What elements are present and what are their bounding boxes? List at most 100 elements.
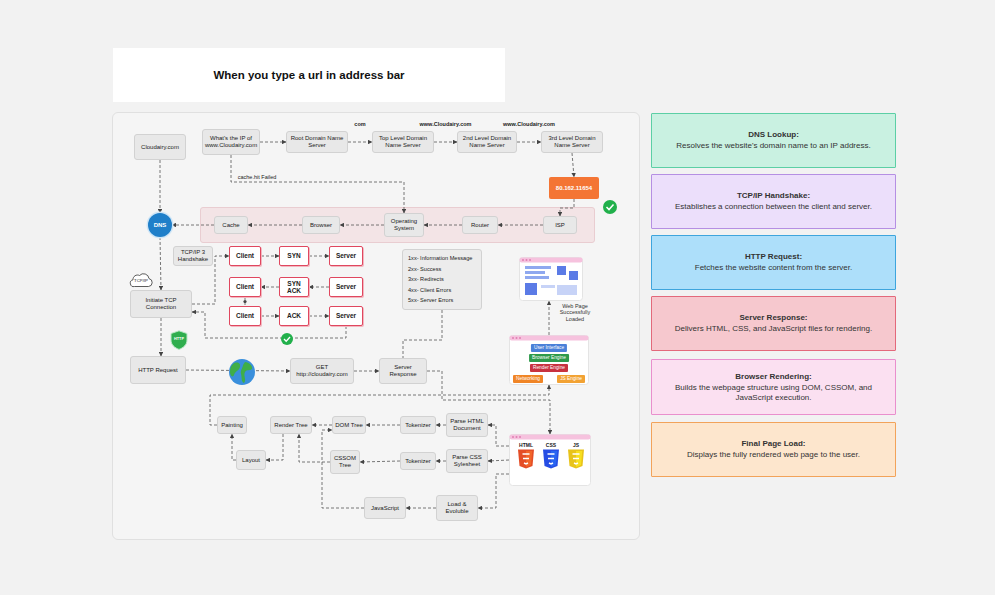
component-pill: Browser Engine	[529, 354, 569, 362]
file-badge	[542, 449, 560, 469]
page-block	[525, 266, 551, 269]
window-dot	[522, 259, 524, 261]
flow-connector	[309, 316, 329, 317]
window-dot	[512, 436, 514, 438]
file-column: HTML	[515, 443, 537, 471]
node-text: Top Level Domain Name Server	[375, 135, 431, 149]
node-text: Tokenizer	[405, 422, 431, 429]
process-box: Parse HTML Document	[446, 413, 488, 437]
flow-connector	[517, 142, 541, 143]
card-body: Displays the fully rendered web page to …	[687, 450, 860, 460]
flow-connector	[160, 237, 161, 290]
step-card: TCP/IP Handshake:Establishes a connectio…	[651, 174, 896, 229]
node-text: TCP/IP	[134, 279, 148, 284]
cloud-outline	[130, 274, 152, 287]
node-text: ISP	[555, 222, 565, 229]
flow-connector	[366, 425, 400, 426]
flow-connector	[549, 301, 550, 335]
flow-connector	[261, 287, 279, 288]
browser-window: User InterfaceBrowser EngineRender Engin…	[509, 335, 589, 385]
process-box: GET http://cloudairy.com	[290, 358, 354, 384]
flow-connector	[309, 256, 329, 257]
flow-connector	[231, 155, 404, 213]
component-pill: Networking	[513, 375, 543, 383]
node-text: Operating System	[387, 218, 421, 232]
globe-land	[230, 363, 240, 377]
status-code-box: 1xx- Information Message2xx- Success3xx-…	[402, 249, 482, 310]
window-bar	[510, 336, 589, 341]
node-text: Painting	[221, 422, 243, 429]
window-dot	[529, 259, 531, 261]
file-badge	[567, 449, 585, 469]
node-text: 2nd Level Domain Name Server	[460, 135, 514, 149]
badge-mark	[548, 454, 555, 464]
process-box: CSSOM Tree	[330, 450, 360, 474]
window-dot	[516, 337, 518, 339]
process-box: Parse CSS Sylesheet	[446, 449, 488, 473]
node-text: SYN ACK	[280, 280, 308, 295]
process-box: Initiate TCP Connection	[130, 290, 192, 318]
window-dot	[512, 337, 514, 339]
node-text: TCP/IP 3 Handshake	[176, 249, 210, 263]
window-bar	[520, 258, 583, 263]
check-badge	[603, 200, 617, 214]
dns-circle: DNS	[148, 213, 172, 237]
process-box: Server Response	[379, 358, 427, 384]
window-dot	[519, 337, 521, 339]
flow-connector	[192, 312, 346, 338]
flow-connector	[266, 434, 283, 460]
flow-connector	[260, 142, 286, 143]
page-block	[525, 271, 545, 274]
node-text: SYN	[287, 252, 300, 259]
badge-shape	[568, 449, 584, 468]
step-card: Server Response:Delivers HTML, CSS, and …	[651, 296, 896, 351]
node-text: Tokenizer	[405, 458, 431, 465]
node-text: What's the IP of www.Cloudairy.com	[205, 135, 257, 149]
title-text: When you type a url in address bar	[213, 69, 404, 81]
flow-connector	[322, 430, 364, 508]
node-text: GET http://cloudairy.com	[293, 364, 351, 378]
flow-connector	[360, 461, 400, 462]
handshake-box: Server	[329, 306, 363, 326]
edge-label: www.Cloudairy.com	[503, 121, 555, 127]
step-card: HTTP Request:Fetches the website content…	[651, 235, 896, 290]
globe-icon	[229, 359, 255, 385]
process-box: 2nd Level Domain Name Server	[457, 131, 517, 153]
component-pill: Render Engine	[530, 364, 568, 372]
flow-connector	[488, 460, 509, 461]
process-box: Tokenizer	[400, 416, 436, 434]
flow-connector	[436, 461, 446, 462]
page-block	[525, 283, 537, 295]
node-text: HTTP	[174, 337, 184, 341]
file-window: HTMLCSSJS	[509, 434, 591, 486]
node-text: Cache	[222, 222, 239, 229]
card-heading: Browser Rendering:	[735, 372, 811, 382]
card-body: Builds the webpage structure using DOM, …	[664, 383, 883, 403]
node-text: Load & Evoluble	[439, 501, 475, 515]
title-box: When you type a url in address bar	[113, 48, 505, 102]
handshake-box: SYN ACK	[279, 277, 309, 297]
node-text: Initiate TCP Connection	[133, 297, 189, 311]
flow-connector	[340, 225, 384, 226]
card-body: Resolves the website's domain name to an…	[676, 141, 870, 151]
window-dot	[519, 436, 521, 438]
ip-address-box: 80.162.11654	[549, 177, 599, 199]
node-text: Parse HTML Document	[449, 418, 485, 432]
handshake-box: Server	[329, 246, 363, 266]
flow-connector	[309, 287, 329, 288]
node-text: Router	[471, 222, 489, 229]
page-block	[569, 271, 578, 280]
flow-connector	[261, 256, 279, 257]
edge-label: www.Cloudairy.com	[420, 121, 472, 127]
status-code: 4xx- Client Errors	[408, 287, 451, 293]
node-text: Server Response	[382, 364, 424, 378]
window-dot	[526, 259, 528, 261]
flow-connector	[572, 153, 574, 177]
handshake-box: SYN	[279, 246, 309, 266]
step-card: DNS Lookup:Resolves the website's domain…	[651, 113, 896, 168]
process-box: HTTP Request	[130, 356, 186, 384]
handshake-box: Server	[329, 277, 363, 297]
node-text: Browser	[310, 222, 332, 229]
flow-connector	[210, 385, 549, 425]
